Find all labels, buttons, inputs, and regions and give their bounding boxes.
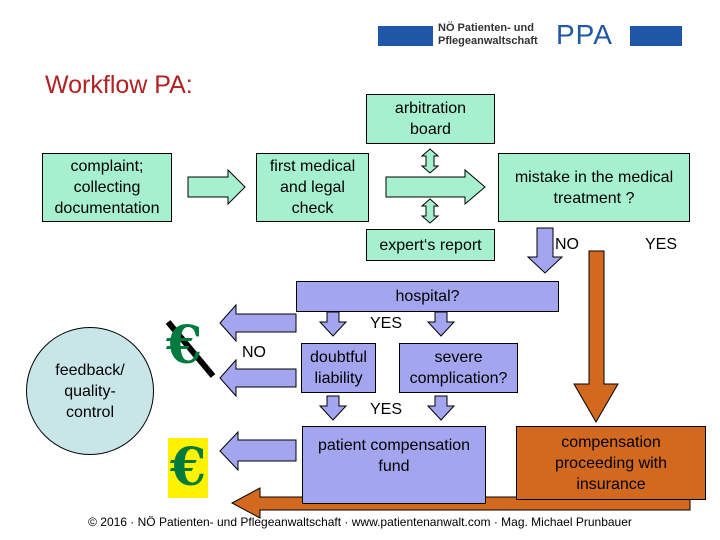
insurance-box: compensation proceeding with insurance: [516, 426, 706, 500]
logo-bar-right: [630, 26, 682, 46]
logo-text: NÖ Patienten- und Pflegeanwaltschaft: [438, 22, 553, 48]
arbitration-box: arbitration board: [366, 94, 495, 144]
arrow-no-upper: [219, 303, 297, 343]
severe-box: severe complication?: [399, 343, 518, 393]
arrow-hospital-yes-left: [318, 311, 348, 337]
logo-line2: Pflegeanwaltschaft: [438, 35, 538, 47]
logo-bar-left: [378, 26, 433, 46]
no-mistake-label: NO: [555, 236, 579, 253]
double-arrow-arbitration: [420, 148, 440, 174]
arrow-fund-to-euro: [219, 430, 297, 472]
arrow-yes-to-insurance: [573, 250, 619, 423]
double-arrow-expert: [420, 198, 440, 224]
footer-text: © 2016 · NÖ Patienten- und Pflegeanwalts…: [88, 515, 632, 529]
patient-fund-box: patient compensation fund: [302, 426, 486, 504]
hospital-box: hospital?: [296, 281, 559, 312]
complaint-box: complaint; collecting documentation: [42, 153, 172, 222]
mistake-box: mistake in the medical treatment ?: [498, 153, 690, 222]
page-title: Workflow PA:: [45, 71, 193, 99]
arrow-severe-yes-left: [318, 395, 348, 421]
arrow-hospital-yes-right: [426, 311, 456, 337]
yes-hospital-label: YES: [370, 315, 403, 332]
yes-severe-label: YES: [370, 401, 403, 418]
first-check-box: first medical and legal check: [256, 153, 369, 222]
yes-mistake-label: YES: [645, 236, 678, 253]
euro-strike: [165, 320, 216, 378]
doubtful-box: doubtful liability: [301, 343, 376, 393]
arrow-check-to-mistake: [385, 168, 486, 206]
arrow-complaint-to-check: [187, 168, 246, 206]
euro-crossed-icon: €: [166, 315, 203, 376]
euro-icon: €: [168, 437, 209, 498]
arrow-no-to-hospital: [526, 227, 564, 274]
no-hospital-label: NO: [242, 344, 266, 361]
feedback-circle: feedback/ quality-control: [26, 327, 154, 455]
arrow-no-lower: [219, 358, 297, 398]
logo-line1: NÖ Patienten- und: [438, 22, 534, 34]
expert-report-box: expert‘s report: [366, 229, 495, 261]
logo-acronym: PPA: [556, 19, 613, 50]
arrow-severe-yes-right: [426, 395, 456, 421]
